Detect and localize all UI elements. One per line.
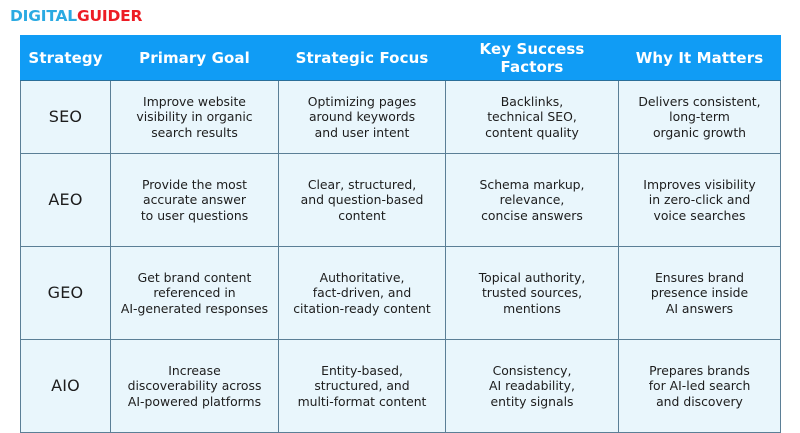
cell-line: Get brand content bbox=[137, 269, 252, 285]
cell-strategic-focus: Clear, structured, and question-based co… bbox=[278, 153, 446, 247]
cell-why-it-matters: Delivers consistent, long-term organic g… bbox=[618, 80, 781, 154]
table-row: SEO Improve website visibility in organi… bbox=[20, 80, 781, 154]
cell-strategy: AIO bbox=[20, 339, 111, 433]
cell-key-success-factors: Consistency, AI readability, entity sign… bbox=[445, 339, 619, 433]
cell-line: search results bbox=[151, 124, 238, 140]
cell-line: Authoritative, bbox=[319, 269, 405, 285]
cell-line: to user questions bbox=[140, 207, 249, 223]
cell-why-it-matters: Prepares brands for AI-led search and di… bbox=[618, 339, 781, 433]
column-header-strategic-focus: Strategic Focus bbox=[278, 35, 446, 81]
cell-line: AI answers bbox=[665, 300, 734, 316]
column-header-strategy: Strategy bbox=[20, 35, 111, 81]
cell-key-success-factors: Schema markup, relevance, concise answer… bbox=[445, 153, 619, 247]
cell-line: and discovery bbox=[656, 393, 743, 409]
cell-strategy: GEO bbox=[20, 246, 111, 340]
cell-line: entity signals bbox=[490, 393, 574, 409]
cell-line: Backlinks, bbox=[500, 93, 564, 109]
cell-why-it-matters: Ensures brand presence inside AI answers bbox=[618, 246, 781, 340]
cell-line: trusted sources, bbox=[481, 285, 583, 301]
table-row: AIO Increase discoverability across AI-p… bbox=[20, 339, 781, 433]
page-root: DIGITALGUIDER Strategy Primary Goal Stra… bbox=[10, 7, 781, 433]
column-header-primary-goal: Primary Goal bbox=[110, 35, 279, 81]
table-body: SEO Improve website visibility in organi… bbox=[20, 80, 781, 433]
cell-line: concise answers bbox=[481, 207, 583, 223]
column-header-why-it-matters: Why It Matters bbox=[618, 35, 781, 81]
cell-primary-goal: Improve website visibility in organic se… bbox=[110, 80, 279, 154]
cell-line: and user intent bbox=[314, 124, 410, 140]
cell-primary-goal: Increase discoverability across AI-power… bbox=[110, 339, 279, 433]
cell-key-success-factors: Backlinks, technical SEO, content qualit… bbox=[445, 80, 619, 154]
cell-strategic-focus: Authoritative, fact-driven, and citation… bbox=[278, 246, 446, 340]
cell-line: Schema markup, bbox=[479, 176, 585, 192]
cell-line: for AI-led search bbox=[648, 378, 751, 394]
cell-strategic-focus: Optimizing pages around keywords and use… bbox=[278, 80, 446, 154]
cell-strategy: SEO bbox=[20, 80, 111, 154]
cell-line: in zero-click and bbox=[648, 192, 751, 208]
cell-line: AI-powered platforms bbox=[127, 393, 262, 409]
cell-line: around keywords bbox=[308, 109, 416, 125]
cell-line: visibility in organic bbox=[136, 109, 253, 125]
cell-line: and question-based bbox=[300, 192, 424, 208]
cell-primary-goal: Get brand content referenced in AI-gener… bbox=[110, 246, 279, 340]
cell-line: Improve website bbox=[143, 93, 246, 109]
cell-key-success-factors: Topical authority, trusted sources, ment… bbox=[445, 246, 619, 340]
cell-line: Clear, structured, bbox=[307, 176, 417, 192]
cell-line: Provide the most bbox=[141, 176, 248, 192]
cell-line: Consistency, bbox=[492, 362, 572, 378]
cell-line: long-term bbox=[669, 109, 730, 125]
cell-line: relevance, bbox=[499, 192, 565, 208]
cell-line: Entity-based, bbox=[321, 362, 403, 378]
cell-line: technical SEO, bbox=[487, 109, 577, 125]
cell-line: content bbox=[338, 207, 386, 223]
brand-logo: DIGITALGUIDER bbox=[10, 7, 142, 25]
table-header: Strategy Primary Goal Strategic Focus Ke… bbox=[20, 35, 781, 81]
cell-line: AI readability, bbox=[489, 378, 575, 394]
cell-why-it-matters: Improves visibility in zero-click and vo… bbox=[618, 153, 781, 247]
cell-line: voice searches bbox=[653, 207, 746, 223]
cell-primary-goal: Provide the most accurate answer to user… bbox=[110, 153, 279, 247]
cell-line: mentions bbox=[503, 300, 561, 316]
cell-line: AI-generated responses bbox=[120, 300, 269, 316]
cell-line: presence inside bbox=[650, 285, 749, 301]
cell-line: Optimizing pages bbox=[307, 93, 417, 109]
brand-logo-secondary: GUIDER bbox=[76, 7, 143, 25]
comparison-table: Strategy Primary Goal Strategic Focus Ke… bbox=[20, 35, 781, 433]
cell-line: organic growth bbox=[652, 124, 747, 140]
cell-line: Improves visibility bbox=[643, 176, 756, 192]
cell-line: multi-format content bbox=[297, 393, 427, 409]
cell-line: discoverability across bbox=[127, 378, 262, 394]
cell-line: Delivers consistent, bbox=[638, 93, 761, 109]
cell-line: structured, and bbox=[314, 378, 410, 394]
column-header-key-success-factors: Key Success Factors bbox=[445, 35, 619, 81]
cell-line: accurate answer bbox=[143, 192, 246, 208]
cell-line: Prepares brands bbox=[649, 362, 750, 378]
cell-line: citation-ready content bbox=[293, 300, 431, 316]
cell-line: fact-driven, and bbox=[312, 285, 412, 301]
cell-line: content quality bbox=[485, 124, 579, 140]
cell-line: referenced in bbox=[153, 285, 236, 301]
comparison-table-wrapper: Strategy Primary Goal Strategic Focus Ke… bbox=[20, 35, 781, 433]
brand-logo-primary: DIGITAL bbox=[10, 7, 77, 25]
cell-strategic-focus: Entity-based, structured, and multi-form… bbox=[278, 339, 446, 433]
cell-line: Ensures brand bbox=[654, 269, 745, 285]
table-header-row: Strategy Primary Goal Strategic Focus Ke… bbox=[20, 35, 781, 81]
table-row: AEO Provide the most accurate answer to … bbox=[20, 153, 781, 247]
table-row: GEO Get brand content referenced in AI-g… bbox=[20, 246, 781, 340]
cell-line: Topical authority, bbox=[478, 269, 586, 285]
cell-strategy: AEO bbox=[20, 153, 111, 247]
cell-line: Increase bbox=[168, 362, 221, 378]
